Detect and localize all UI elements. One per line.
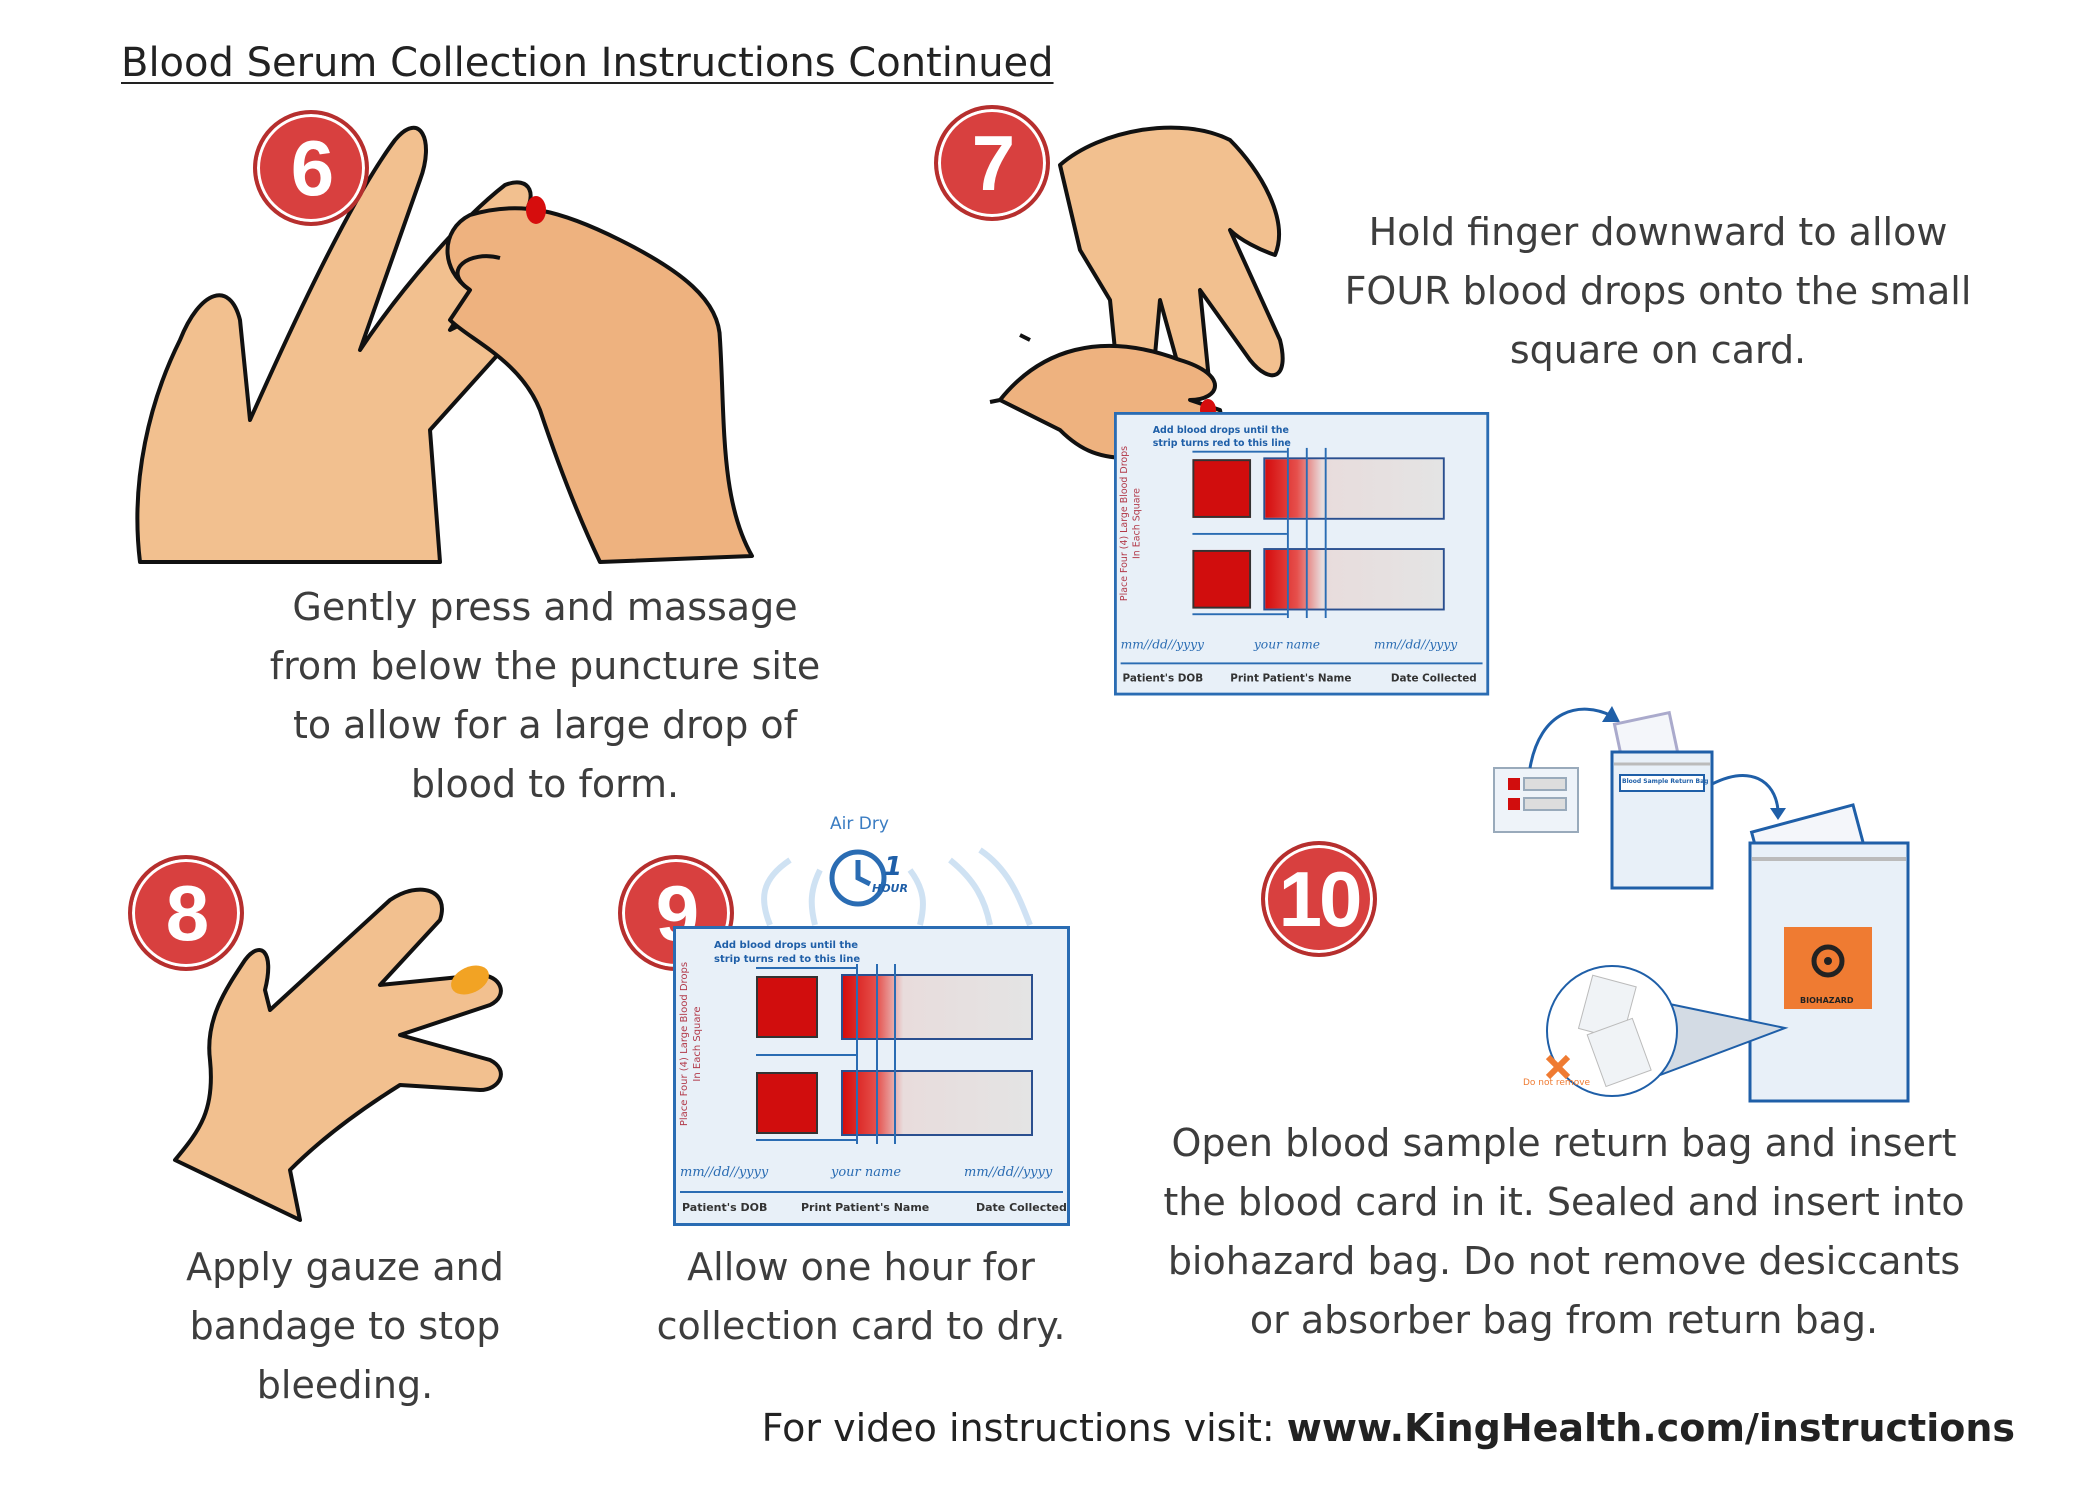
name-handwriting: your name — [1253, 637, 1321, 653]
air-dry-label: Air Dry — [830, 814, 889, 834]
step-8-badge: 8 — [128, 855, 244, 971]
text-line: or absorber bag from return bag. — [1249, 1298, 1879, 1342]
air-dry-clock-icon — [829, 849, 887, 907]
card-instruction: Add blood drops until the strip turns re… — [714, 940, 861, 965]
return-bag-label: Blood Sample Return Bag — [1622, 778, 1709, 785]
text-line: bandage to stop — [189, 1304, 501, 1348]
blood-strip — [841, 1070, 1033, 1136]
text-line: square on card. — [1509, 328, 1807, 372]
step-7-text: Hold finger downward to allow FOUR blood… — [1308, 203, 2008, 380]
text-line: Allow one hour for — [687, 1245, 1035, 1289]
step-10-badge: 10 — [1261, 841, 1377, 957]
blood-collection-card-step9: Add blood drops until the strip turns re… — [673, 926, 1070, 1226]
step-8-text: Apply gauze and bandage to stop bleeding… — [145, 1238, 545, 1415]
text-line: Gently press and massage — [292, 585, 798, 629]
text-line: the blood card in it. Sealed and insert … — [1163, 1180, 1965, 1224]
blood-square — [756, 1072, 818, 1134]
air-dry-streams — [761, 847, 1033, 927]
dob-handwriting: mm//dd//yyyy — [680, 1165, 769, 1180]
name-label: Print Patient's Name — [1230, 671, 1352, 685]
step-6-text: Gently press and massage from below the … — [195, 578, 895, 814]
text-line: collection card to dry. — [656, 1304, 1066, 1348]
text-line: blood to form. — [410, 762, 680, 806]
footer-url-link[interactable]: www.KingHealth.com/instructions — [1286, 1406, 2015, 1450]
text-line: from below the puncture site — [269, 644, 821, 688]
biohazard-bag-icon — [1748, 803, 1910, 1103]
biohazard-label: BIOHAZARD — [1800, 996, 1854, 1005]
clock-number: 1 — [884, 852, 903, 882]
arrow-icon — [1528, 707, 1613, 769]
small-card-icon — [1493, 767, 1579, 833]
footer: For video instructions visit: www.KingHe… — [762, 1406, 2015, 1450]
blood-strip — [841, 974, 1033, 1040]
date-handwriting: mm//dd//yyyy — [1373, 637, 1458, 653]
text-line: Open blood sample return bag and insert — [1171, 1121, 1957, 1165]
step-10-text: Open blood sample return bag and insert … — [1114, 1114, 2014, 1350]
blood-strip — [1263, 457, 1445, 520]
step-6-badge: 6 — [253, 110, 369, 226]
biohazard-symbol-icon — [1811, 944, 1845, 978]
page-title: Blood Serum Collection Instructions Cont… — [121, 40, 1054, 86]
text-line: biohazard bag. Do not remove desiccants — [1167, 1239, 1961, 1283]
date-handwriting: mm//dd//yyyy — [964, 1165, 1053, 1180]
card-side-label: Place Four (4) Large Blood Drops In Each… — [679, 961, 703, 1127]
blood-square — [756, 976, 818, 1038]
dob-label: Patient's DOB — [682, 1201, 768, 1214]
clock-unit: HOUR — [872, 882, 908, 895]
dob-handwriting: mm//dd//yyyy — [1120, 637, 1204, 653]
arrowhead-icon — [1602, 706, 1620, 722]
text-line: to allow for a large drop of — [292, 703, 798, 747]
step-7-badge: 7 — [934, 105, 1050, 221]
step-9-text: Allow one hour for collection card to dr… — [611, 1238, 1111, 1356]
return-bag-icon — [1610, 710, 1714, 890]
date-label: Date Collected — [976, 1201, 1067, 1214]
text-line: bleeding. — [256, 1363, 434, 1407]
text-line: Apply gauze and — [186, 1245, 504, 1289]
dob-label: Patient's DOB — [1122, 671, 1204, 685]
card-instruction: Add blood drops until the strip turns re… — [1152, 425, 1291, 449]
do-not-remove-label: Do not remove — [1523, 1078, 1591, 1088]
blood-square — [1192, 459, 1252, 518]
desiccant-magnifier-icon — [1546, 965, 1789, 1097]
hand-bandage-illustration — [173, 887, 503, 1222]
name-label: Print Patient's Name — [801, 1201, 930, 1214]
footer-prefix: For video instructions visit: — [761, 1406, 1287, 1450]
text-line: FOUR blood drops onto the small — [1344, 269, 1972, 313]
card-side-label: Place Four (4) Large Blood Drops In Each… — [1119, 445, 1143, 602]
blood-square — [1192, 549, 1252, 609]
hands-massage-illustration — [135, 125, 754, 564]
name-handwriting: your name — [831, 1165, 902, 1180]
arrow-icon-2 — [1711, 774, 1780, 811]
text-line: Hold finger downward to allow — [1368, 210, 1948, 254]
date-label: Date Collected — [1390, 671, 1477, 685]
do-not-remove-x-icon — [1545, 1054, 1571, 1080]
blood-strip — [1263, 548, 1445, 611]
blood-collection-card-step7: Add blood drops until the strip turns re… — [1114, 412, 1490, 696]
